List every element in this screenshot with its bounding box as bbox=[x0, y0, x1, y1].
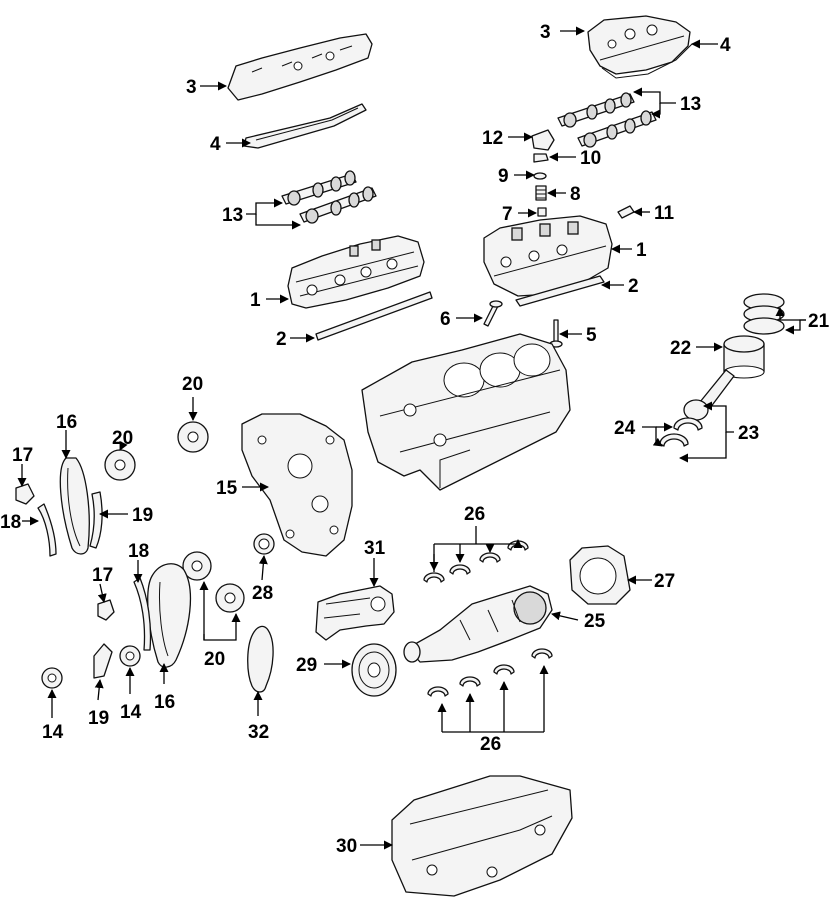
head-gasket-left bbox=[315, 291, 433, 341]
sprocket-upper-b bbox=[177, 421, 209, 453]
callout-17-lower: 17 bbox=[92, 565, 113, 586]
valve-cover-left bbox=[227, 33, 373, 101]
callout-14-left: 14 bbox=[42, 722, 64, 743]
callout-8: 8 bbox=[570, 184, 581, 205]
sprocket-upper-a bbox=[104, 449, 136, 481]
callout-19-upper: 19 bbox=[132, 505, 153, 526]
camshafts-left bbox=[281, 170, 377, 224]
timing-guide-lower-18 bbox=[133, 577, 152, 651]
callout-26-top: 26 bbox=[464, 504, 485, 525]
callout-18-upper: 18 bbox=[0, 512, 21, 533]
callout-23: 23 bbox=[738, 423, 759, 444]
callout-9: 9 bbox=[498, 166, 509, 187]
callout-4-right: 4 bbox=[720, 35, 731, 56]
callout-17-upper: 17 bbox=[12, 445, 33, 466]
timing-chain-upper bbox=[59, 457, 90, 555]
front-seal bbox=[253, 533, 275, 555]
callout-16-lower: 16 bbox=[154, 692, 175, 713]
leader-lines bbox=[17, 26, 806, 850]
callout-2-left: 2 bbox=[276, 329, 287, 350]
sprocket-lower-b bbox=[215, 583, 245, 613]
callout-21: 21 bbox=[808, 311, 830, 332]
callout-1-left: 1 bbox=[250, 290, 261, 311]
camshafts-right bbox=[557, 92, 657, 148]
callout-3-right: 3 bbox=[540, 22, 551, 43]
timing-guide-lower-19 bbox=[93, 643, 113, 679]
callout-20-lower: 20 bbox=[204, 649, 225, 670]
callout-11: 11 bbox=[654, 203, 675, 224]
callout-24: 24 bbox=[614, 418, 636, 439]
timing-guide-upper-18 bbox=[37, 503, 57, 557]
bracket-12 bbox=[531, 129, 555, 151]
main-bearings-lower bbox=[427, 648, 553, 697]
callout-14-right: 14 bbox=[120, 702, 142, 723]
timing-chain-lower bbox=[147, 563, 192, 668]
timing-guide-upper-19 bbox=[89, 491, 103, 549]
timing-tensioner-lower-17 bbox=[97, 599, 115, 621]
callout-4-left: 4 bbox=[210, 134, 221, 155]
callout-7: 7 bbox=[502, 204, 513, 225]
connecting-rod bbox=[659, 369, 735, 447]
valve-cover-gasket-right bbox=[601, 43, 693, 79]
callout-1-right: 1 bbox=[636, 240, 647, 261]
callout-20-top: 20 bbox=[182, 374, 203, 395]
callout-29: 29 bbox=[296, 655, 317, 676]
oil-pan bbox=[391, 775, 573, 897]
oil-pump bbox=[315, 585, 395, 641]
callout-5: 5 bbox=[586, 325, 597, 346]
cylinder-head-left bbox=[287, 235, 425, 309]
piston-rings bbox=[743, 293, 785, 335]
valves bbox=[483, 300, 563, 348]
callout-3-left: 3 bbox=[186, 77, 197, 98]
callout-10: 10 bbox=[580, 148, 601, 169]
callout-2-right: 2 bbox=[628, 276, 639, 297]
callout-16-upper: 16 bbox=[56, 412, 77, 433]
harmonic-balancer bbox=[351, 643, 397, 697]
valve-cover-right bbox=[587, 15, 691, 75]
callout-20-upper: 20 bbox=[112, 428, 133, 449]
callout-numbers: 3 4 3 4 13 12 10 9 8 7 11 13 1 2 1 2 6 5… bbox=[0, 22, 830, 857]
valve-cover-gasket-left bbox=[243, 103, 367, 149]
callout-27: 27 bbox=[654, 571, 675, 592]
timing-cover bbox=[241, 413, 353, 557]
piston bbox=[723, 335, 765, 379]
rear-main-seal bbox=[569, 545, 631, 605]
callout-13-left: 13 bbox=[222, 205, 243, 226]
callout-28: 28 bbox=[252, 583, 273, 604]
callout-19-lower: 19 bbox=[88, 708, 109, 729]
sprocket-lower-a bbox=[182, 551, 212, 581]
valve-small-parts bbox=[533, 153, 635, 219]
cylinder-head-right bbox=[483, 215, 613, 297]
crankshaft bbox=[403, 585, 553, 663]
crank-sprocket-b bbox=[119, 645, 141, 667]
callout-22: 22 bbox=[670, 338, 691, 359]
engine-block bbox=[361, 333, 571, 491]
main-bearings-upper bbox=[423, 540, 529, 583]
callout-26-bottom: 26 bbox=[480, 734, 501, 755]
callout-13-right: 13 bbox=[680, 94, 701, 115]
callout-12: 12 bbox=[482, 128, 503, 149]
callout-31: 31 bbox=[364, 538, 386, 559]
callout-18-lower: 18 bbox=[128, 541, 149, 562]
callout-30: 30 bbox=[336, 836, 357, 857]
timing-tensioner-upper bbox=[15, 483, 35, 505]
callout-6: 6 bbox=[440, 309, 451, 330]
callout-15: 15 bbox=[216, 478, 238, 499]
callout-32: 32 bbox=[248, 722, 269, 743]
oil-pump-chain bbox=[247, 625, 274, 693]
callout-25: 25 bbox=[584, 611, 606, 632]
crank-sprocket-a bbox=[41, 667, 63, 689]
